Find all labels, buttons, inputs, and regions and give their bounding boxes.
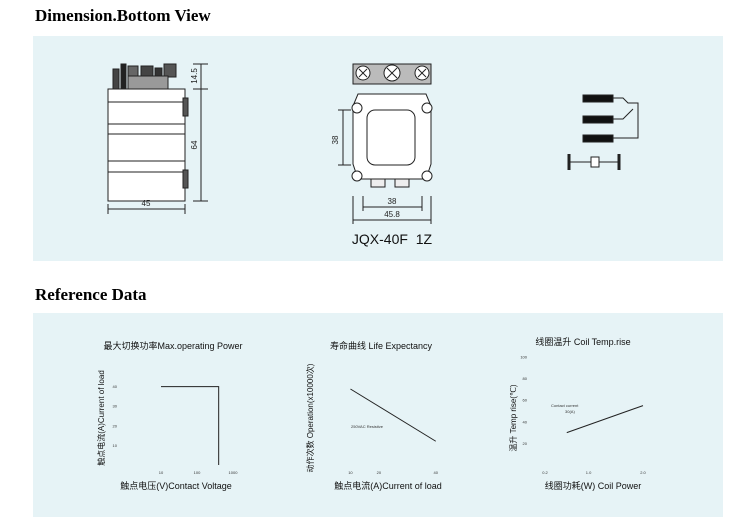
chart2-annotation: 250VAC Resistive: [351, 424, 384, 429]
chart3-xtick-label: 1.0: [586, 470, 592, 475]
bottom-dim-height: 38: [331, 135, 340, 144]
chart1-ytick-label: 10: [113, 443, 118, 448]
chart-life-expectancy: 寿命曲线 Life Expectancy 动作次数 Operation(x100…: [305, 340, 442, 491]
model-label: JQX-40F 1Z: [352, 231, 433, 247]
bottom-dim-outer: 45.8: [384, 210, 400, 219]
chart3-ytick-label: 60: [523, 398, 528, 403]
chart3-ytick-label: 80: [523, 376, 528, 381]
chart1-ylabel: 触点电流(A)Current of load: [96, 370, 106, 466]
reference-panel: 最大切换功率Max.operating Power 触点电流(A)Current…: [33, 313, 723, 517]
side-dim-height: 64: [190, 140, 199, 149]
chart1-series-line: [161, 386, 220, 465]
chart2-xtick-label: 10: [348, 470, 353, 475]
chart3-annotation-line1: Contact current: [551, 403, 579, 408]
chart3-annotation-line2: 30(A): [565, 409, 575, 414]
chart3-ytick-label: 20: [523, 441, 528, 446]
chart3-ylabel: 温升 Temp rise(℃): [509, 384, 518, 452]
chart1-xtick-label: 1000: [229, 470, 239, 475]
chart2-xtick-label: 40: [434, 470, 439, 475]
chart2-xlabel: 触点电流(A)Current of load: [334, 480, 442, 491]
chart-max-operating-power: 最大切换功率Max.operating Power 触点电流(A)Current…: [96, 340, 243, 491]
chart2-ylabel: 动作次数 Operation(x10000次): [305, 363, 315, 472]
chart3-ytick-label: 100: [520, 355, 527, 360]
chart1-ytick-label: 30: [113, 404, 118, 409]
chart1-xtick-label: 10: [159, 470, 164, 475]
chart1-ytick-label: 20: [113, 423, 118, 428]
chart1-title: 最大切换功率Max.operating Power: [103, 340, 242, 351]
chart2-xtick-label: 20: [377, 470, 382, 475]
chart1-xtick-label: 100: [194, 470, 201, 475]
chart3-xtick-label: 0.2: [542, 470, 548, 475]
section-title-dimension: Dimension.Bottom View: [35, 6, 211, 25]
chart3-xtick-label: 2.0: [640, 470, 646, 475]
side-dim-top: 14.5: [190, 68, 199, 84]
reference-charts: 最大切换功率Max.operating Power 触点电流(A)Current…: [96, 336, 647, 491]
side-dim-width: 45: [142, 199, 151, 208]
relay-bottom-view: [338, 63, 433, 224]
wiring-schematic: [567, 94, 639, 170]
chart-coil-temp-rise: 线圈温升 Coil Temp.rise 温升 Temp rise(℃) 线圈功耗…: [509, 336, 647, 491]
relay-side-view: [107, 63, 208, 214]
chart2-series-line: [350, 388, 437, 442]
section-title-reference: Reference Data: [35, 285, 147, 304]
chart3-xlabel: 线圈功耗(W) Coil Power: [545, 480, 642, 491]
dimension-panel: 45 64 14.5: [33, 36, 723, 261]
chart3-series-line: [566, 405, 644, 434]
chart1-ytick-label: 40: [113, 384, 118, 389]
chart2-title: 寿命曲线 Life Expectancy: [330, 340, 433, 351]
chart1-xlabel: 触点电压(V)Contact Voltage: [120, 480, 232, 491]
dimension-drawing: 45 64 14.5: [107, 63, 639, 247]
bottom-dim-inner: 38: [388, 197, 397, 206]
chart3-title: 线圈温升 Coil Temp.rise: [535, 336, 630, 347]
chart3-ytick-label: 40: [523, 419, 528, 424]
